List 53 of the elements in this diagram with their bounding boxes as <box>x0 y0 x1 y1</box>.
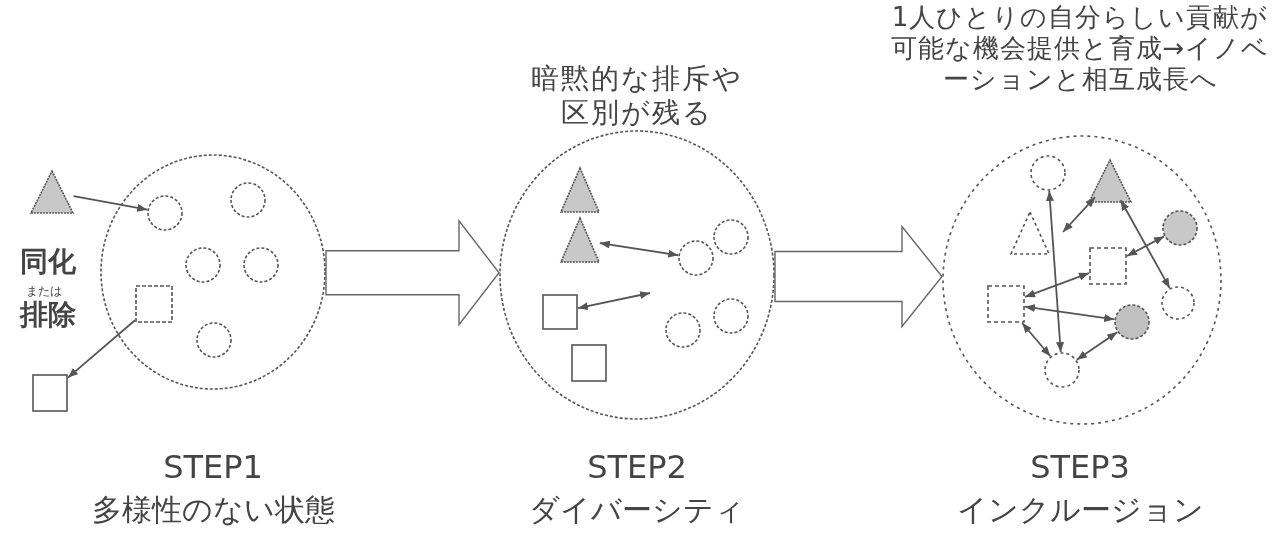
circle-shape <box>243 247 279 283</box>
circle-shape <box>1114 304 1150 340</box>
circle-shape <box>147 195 183 231</box>
triangle-shape <box>1088 159 1132 203</box>
square-shape <box>542 294 578 330</box>
square-shape <box>1089 247 1127 285</box>
side-label: または <box>25 284 63 299</box>
step-caption: 多様性のない状態 <box>90 492 336 528</box>
double-arrow <box>1119 199 1171 290</box>
triangle-shape <box>1010 211 1050 255</box>
circle-shape <box>713 298 749 334</box>
double-arrow <box>1024 272 1090 298</box>
circle-shape <box>665 312 701 348</box>
step-caption: ダイバーシティ <box>528 492 746 528</box>
arrow <box>67 319 136 379</box>
double-arrow <box>1024 304 1116 322</box>
circle-shape <box>1030 155 1066 191</box>
step-caption: インクルージョン <box>955 492 1205 528</box>
chevron-arrow <box>774 224 943 329</box>
circle-shape <box>1161 286 1195 320</box>
step-caption: STEP1 <box>162 448 264 487</box>
circle-shape <box>185 247 221 283</box>
circle-shape <box>196 322 232 358</box>
note-text: 暗黙的な排斥や区別が残る <box>530 62 744 130</box>
side-label: 排除 <box>18 298 77 332</box>
step-caption: STEP2 <box>586 448 688 487</box>
note-text: 1人ひとりの自分らしい貢献が可能な機会提供と育成→イノベーションと相互成長へ <box>889 2 1271 96</box>
double-arrow <box>1046 190 1064 353</box>
side-label: 同化 <box>19 245 77 279</box>
block-arrow <box>325 218 500 327</box>
square-shape <box>32 374 68 412</box>
double-arrow <box>577 291 651 311</box>
arrow <box>72 195 149 212</box>
square-shape <box>571 344 607 382</box>
triangle-shape <box>560 217 600 263</box>
triangle-shape <box>30 170 74 214</box>
circle-shape <box>713 219 749 255</box>
double-arrow <box>1126 235 1165 257</box>
double-arrow <box>1075 331 1119 361</box>
circle-shape <box>230 182 266 218</box>
square-shape <box>987 285 1025 323</box>
triangle-shape <box>560 167 600 213</box>
circle-shape <box>678 240 714 276</box>
group-circle <box>499 130 775 420</box>
group-circle <box>100 154 326 390</box>
double-arrow <box>598 240 680 258</box>
square-shape <box>135 285 173 323</box>
step-caption: STEP3 <box>1029 448 1131 487</box>
double-arrow <box>1021 322 1052 358</box>
group-circle <box>942 135 1222 425</box>
circle-shape <box>1044 352 1080 388</box>
circle-shape <box>1162 210 1198 246</box>
double-arrow <box>1062 196 1096 233</box>
